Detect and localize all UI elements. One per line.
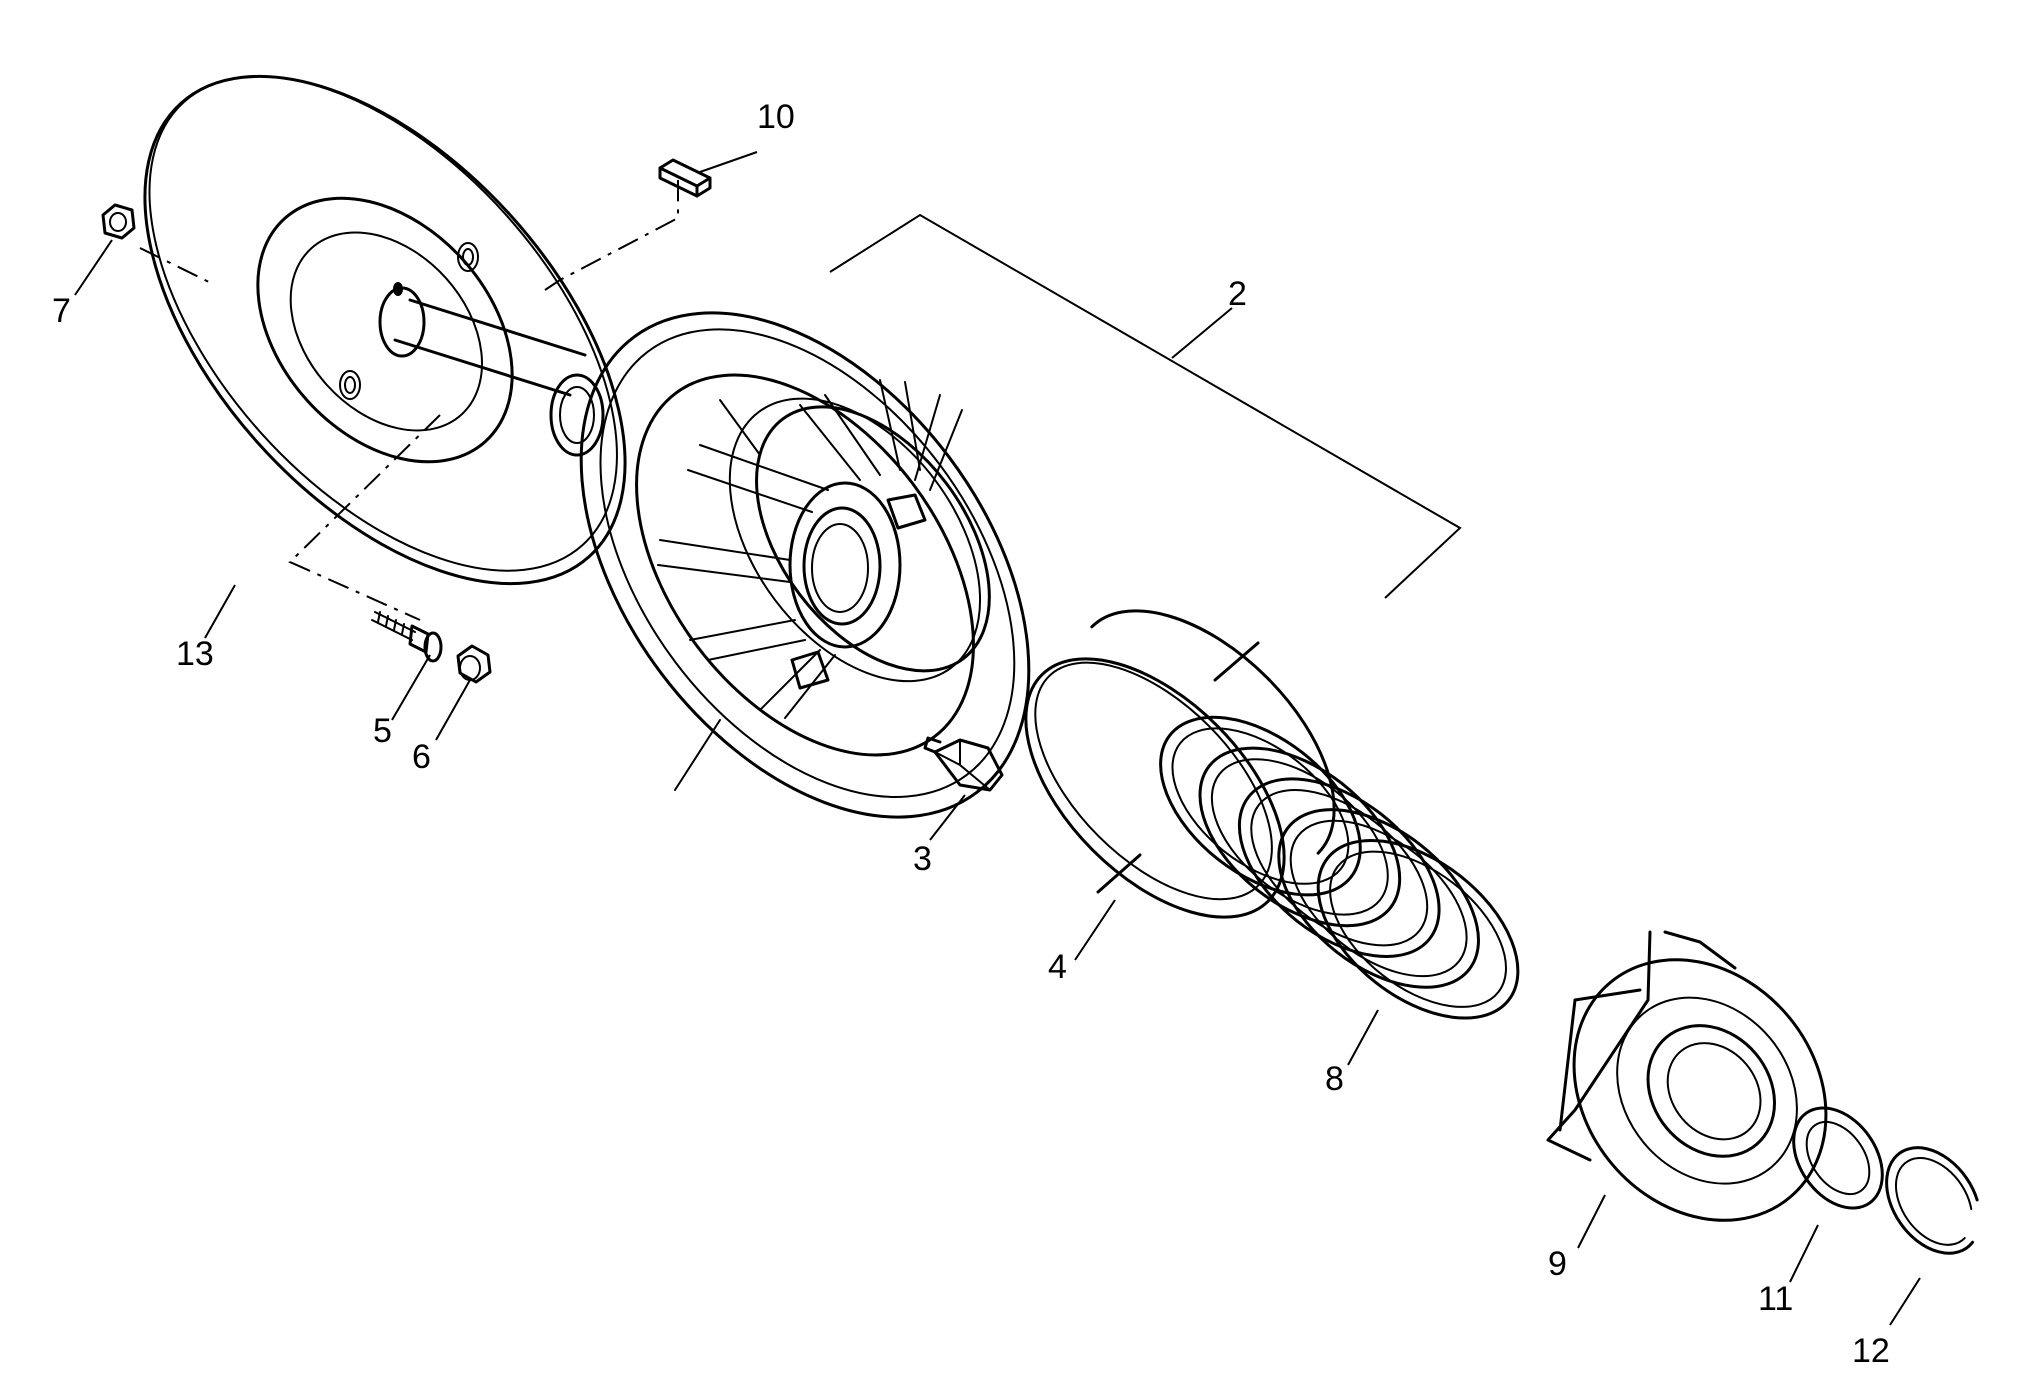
part-2-movable-sheave: [579, 213, 1462, 819]
part-8-spring: [1159, 715, 1520, 1020]
part-9-cam: [1546, 930, 1828, 1222]
callout-8: 8: [1325, 1060, 1344, 1098]
part-4-ring: [1024, 609, 1336, 919]
part-7-nut: [101, 203, 136, 240]
callout-13: 13: [176, 635, 214, 673]
callout-4: 4: [1048, 948, 1067, 986]
callout-2: 2: [1228, 275, 1247, 313]
part-5-bolt: [371, 611, 443, 663]
callout-11: 11: [1758, 1280, 1793, 1318]
part-13-fixed-sheave: [139, 74, 679, 621]
callout-6: 6: [412, 738, 431, 776]
part-6-cap-nut: [456, 644, 492, 684]
part-12-circlip: [1885, 1146, 1979, 1255]
leader-lines: [74, 151, 1921, 1326]
callout-3: 3: [913, 840, 932, 878]
part-11-washer: [1792, 1106, 1884, 1210]
callout-5: 5: [373, 712, 392, 750]
part-10-key: [658, 158, 712, 198]
part-3-slider-button: [923, 736, 1004, 792]
callout-10: 10: [757, 98, 795, 136]
callout-12: 12: [1852, 1332, 1890, 1370]
callout-labels: 2 3 4 5 6 7 8 9 10 11 12 13: [52, 98, 1890, 1370]
callout-9: 9: [1548, 1245, 1567, 1283]
callout-7: 7: [52, 292, 71, 330]
